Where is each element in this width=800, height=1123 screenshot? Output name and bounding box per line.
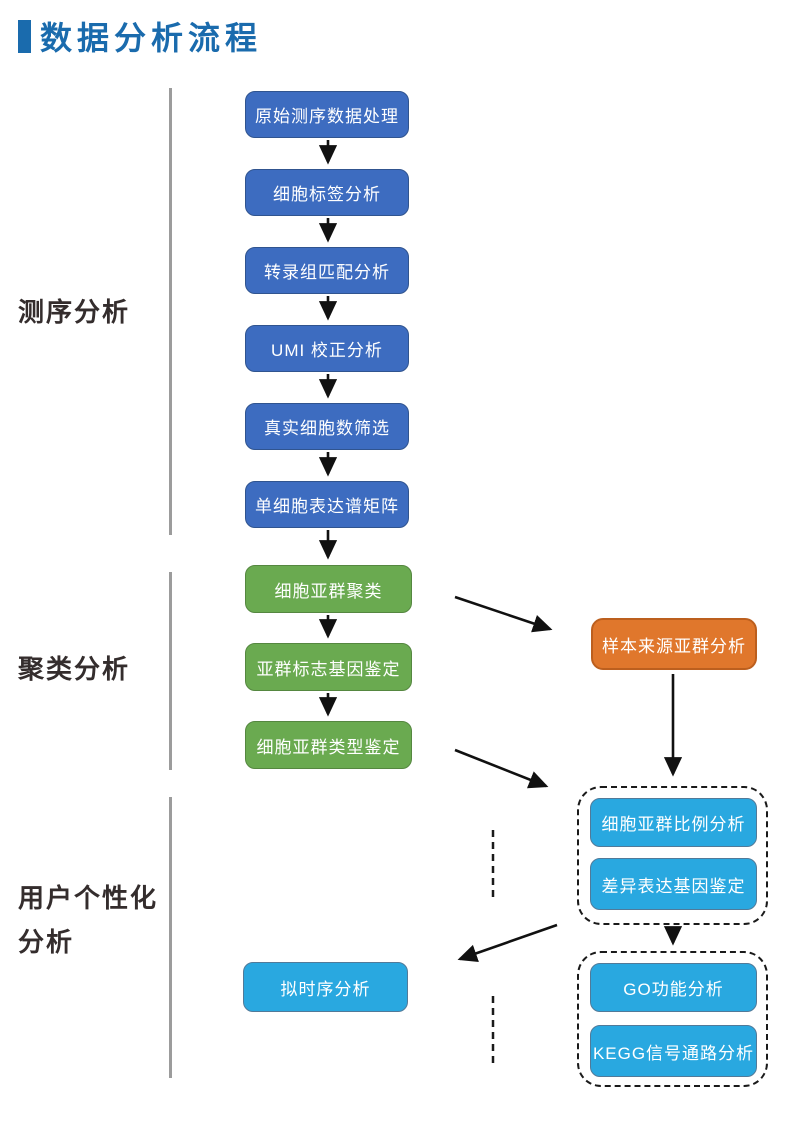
page-title-row: 数据分析流程 [18,13,262,59]
node-go-function-analysis: GO功能分析 [590,963,757,1012]
phase-label-personalized-line1: 用户个性化 [18,883,159,913]
node-subcluster-proportion-analysis: 细胞亚群比例分析 [590,798,757,847]
node-pseudotime-analysis: 拟时序分析 [243,962,408,1012]
phase-label-sequencing: 测序分析 [18,297,131,327]
page-title: 数据分析流程 [40,20,263,56]
node-raw-sequencing-data-processing: 原始测序数据处理 [245,91,409,138]
node-cell-barcode-analysis: 细胞标签分析 [245,169,409,216]
node-sample-origin-subcluster-analysis: 样本来源亚群分析 [591,618,757,670]
node-kegg-pathway-analysis: KEGG信号通路分析 [590,1025,757,1077]
section-divider-line-2 [169,572,172,770]
node-cell-subcluster-clustering: 细胞亚群聚类 [245,565,412,613]
section-divider-line-1 [169,88,172,535]
section-divider-line-3 [169,797,172,1078]
node-umi-correction-analysis: UMI 校正分析 [245,325,409,372]
dashed-group-proportion-deg [577,786,768,925]
phase-label-personalized-line2: 分析 [18,927,75,957]
node-transcriptome-alignment: 转录组匹配分析 [245,247,409,294]
node-single-cell-expression-matrix: 单细胞表达谱矩阵 [245,481,409,528]
node-marker-gene-identification: 亚群标志基因鉴定 [245,643,412,691]
phase-label-clustering: 聚类分析 [18,654,131,684]
node-differential-expression-genes: 差异表达基因鉴定 [590,858,757,910]
node-cell-subcluster-type-identification: 细胞亚群类型鉴定 [245,721,412,769]
title-bar-icon [18,19,31,53]
phase-label-personalized: 用户个性化 分析 [18,876,158,964]
dashed-group-go-kegg [577,951,768,1087]
node-true-cell-filtering: 真实细胞数筛选 [245,403,409,450]
